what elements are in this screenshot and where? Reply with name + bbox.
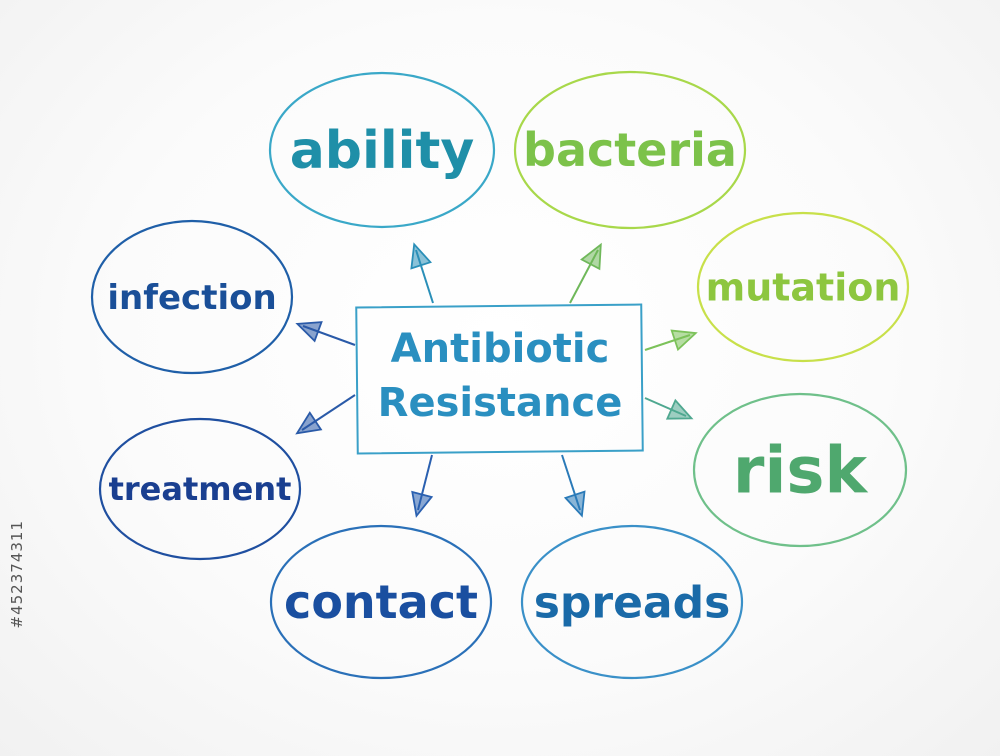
arrow-to-risk (644, 397, 694, 420)
node-risk: risk (692, 392, 908, 548)
node-mutation: mutation (696, 211, 910, 363)
arrow-to-ability (410, 242, 434, 304)
node-ability-label: ability (290, 121, 475, 181)
center-box: Antibiotic Resistance (355, 303, 644, 455)
node-infection-label: infection (107, 278, 276, 318)
node-spreads-label: spreads (534, 577, 731, 628)
arrow-to-treatment (295, 394, 356, 435)
node-ability: ability (268, 71, 496, 229)
node-treatment: treatment (98, 417, 302, 561)
node-mutation-label: mutation (706, 265, 901, 309)
node-risk-bubble (692, 392, 908, 548)
stock-id-watermark: #452374311 (8, 520, 26, 629)
arrow-to-bacteria (569, 242, 602, 304)
node-infection: infection (90, 219, 294, 375)
arrow-to-mutation (644, 329, 698, 352)
node-contact-label: contact (284, 575, 478, 629)
arrow-to-infection (295, 321, 356, 346)
node-spreads: spreads (520, 524, 744, 680)
node-mutation-bubble (696, 211, 910, 363)
node-treatment-bubble (98, 417, 302, 561)
node-bacteria: bacteria (513, 70, 747, 230)
node-risk-label: risk (733, 434, 869, 508)
node-contact-bubble (269, 524, 493, 680)
node-bacteria-label: bacteria (523, 123, 737, 177)
center-title-line2: Resistance (378, 380, 623, 426)
node-spreads-bubble (520, 524, 744, 680)
arrow-to-spreads (561, 454, 586, 518)
node-infection-bubble (90, 219, 294, 375)
center-title-line1: Antibiotic (391, 326, 610, 372)
node-ability-bubble (268, 71, 496, 229)
arrow-to-contact (411, 454, 434, 518)
node-treatment-label: treatment (109, 470, 292, 508)
node-bacteria-bubble (513, 70, 747, 230)
node-contact: contact (269, 524, 493, 680)
